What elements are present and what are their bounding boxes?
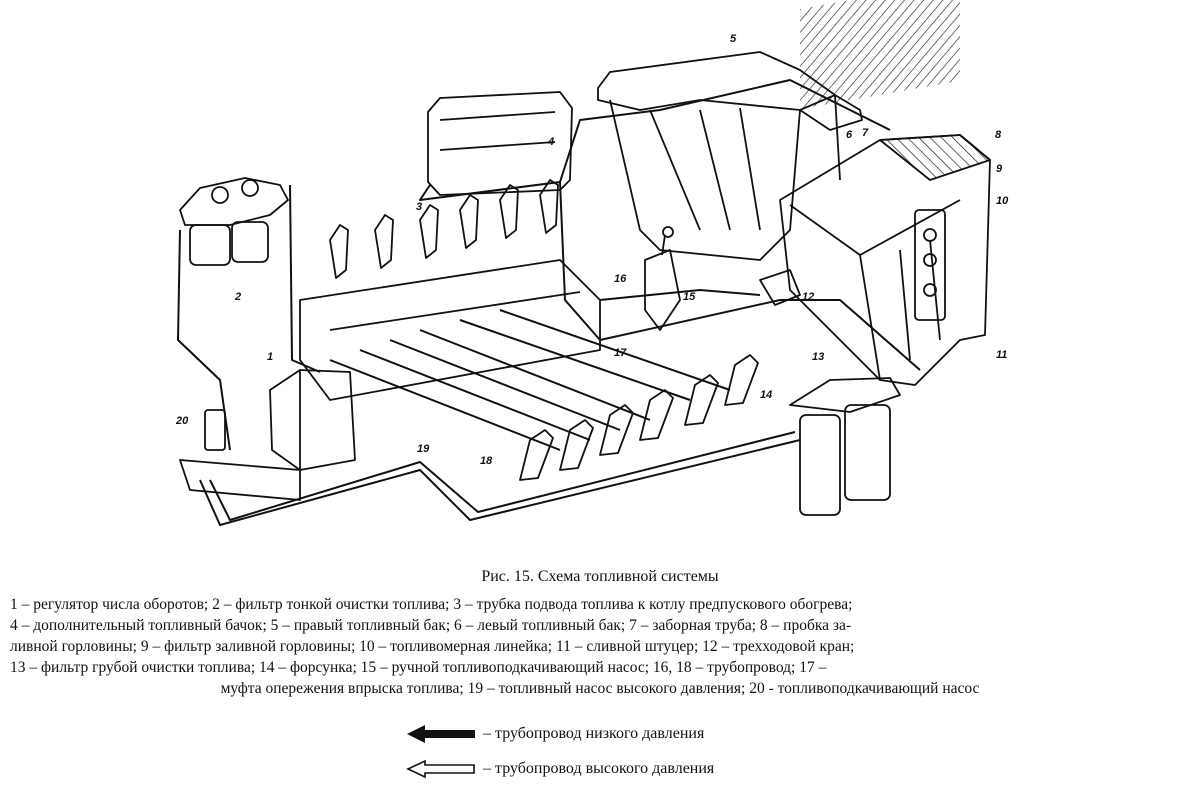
label-9: 9 xyxy=(996,163,1003,175)
label-15: 15 xyxy=(683,291,696,303)
fuel-feed-pump xyxy=(179,409,301,501)
key-high-pressure: – трубопровод высокого давления xyxy=(405,756,714,782)
fuel-system-diagram: 1 2 3 4 5 6 7 8 9 10 11 12 13 14 15 16 1… xyxy=(175,0,1009,526)
auxiliary-fuel-tank xyxy=(427,91,573,196)
legend-line: 13 – фильтр грубой очистки топлива; 14 –… xyxy=(10,659,827,676)
label-14: 14 xyxy=(760,389,772,401)
legend-line: 4 – дополнительный топливный бачок; 5 – … xyxy=(10,617,852,634)
legend-line: 1 – регулятор числа оборотов; 2 – фильтр… xyxy=(10,596,853,613)
three-way-valve xyxy=(759,269,801,306)
label-16: 16 xyxy=(614,273,627,285)
outline-arrow-icon xyxy=(406,759,475,779)
label-7: 7 xyxy=(862,127,869,139)
speed-governor xyxy=(269,369,356,471)
coarse-fuel-filter xyxy=(789,377,901,516)
label-19: 19 xyxy=(417,443,430,455)
label-3: 3 xyxy=(416,201,422,213)
label-2: 2 xyxy=(234,291,241,303)
label-8: 8 xyxy=(995,129,1002,141)
label-20: 20 xyxy=(175,415,189,427)
label-4: 4 xyxy=(547,136,554,148)
figure-legend: 1 – регулятор числа оборотов; 2 – фильтр… xyxy=(10,594,1190,699)
label-13: 13 xyxy=(812,351,824,363)
legend-line: муфта опережения впрыска топлива; 19 – т… xyxy=(220,680,980,697)
fine-fuel-filter xyxy=(179,177,289,266)
label-18: 18 xyxy=(480,455,493,467)
injectors-lower xyxy=(519,354,759,481)
injection-pump-block xyxy=(299,259,601,401)
label-11: 11 xyxy=(996,349,1007,361)
filled-arrow-icon xyxy=(407,725,475,743)
label-10: 10 xyxy=(996,195,1009,207)
pipelines xyxy=(177,79,921,526)
key-low-pressure: – трубопровод низкого давления xyxy=(405,721,704,747)
left-fuel-tank xyxy=(779,0,991,386)
hand-priming-pump xyxy=(644,226,681,331)
label-12: 12 xyxy=(802,291,814,303)
label-1: 1 xyxy=(267,351,273,363)
callout-labels: 1 2 3 4 5 6 7 8 9 10 11 12 13 14 15 16 1… xyxy=(175,33,1009,467)
label-6: 6 xyxy=(846,129,853,141)
legend-line: ливной горловины; 9 – фильтр заливной го… xyxy=(10,638,855,655)
label-17: 17 xyxy=(614,347,627,359)
figure-caption: Рис. 15. Схема топливной системы xyxy=(481,568,719,585)
key-low-pressure-label: – трубопровод низкого давления xyxy=(483,725,705,742)
label-5: 5 xyxy=(730,33,737,45)
key-high-pressure-label: – трубопровод высокого давления xyxy=(483,760,715,777)
